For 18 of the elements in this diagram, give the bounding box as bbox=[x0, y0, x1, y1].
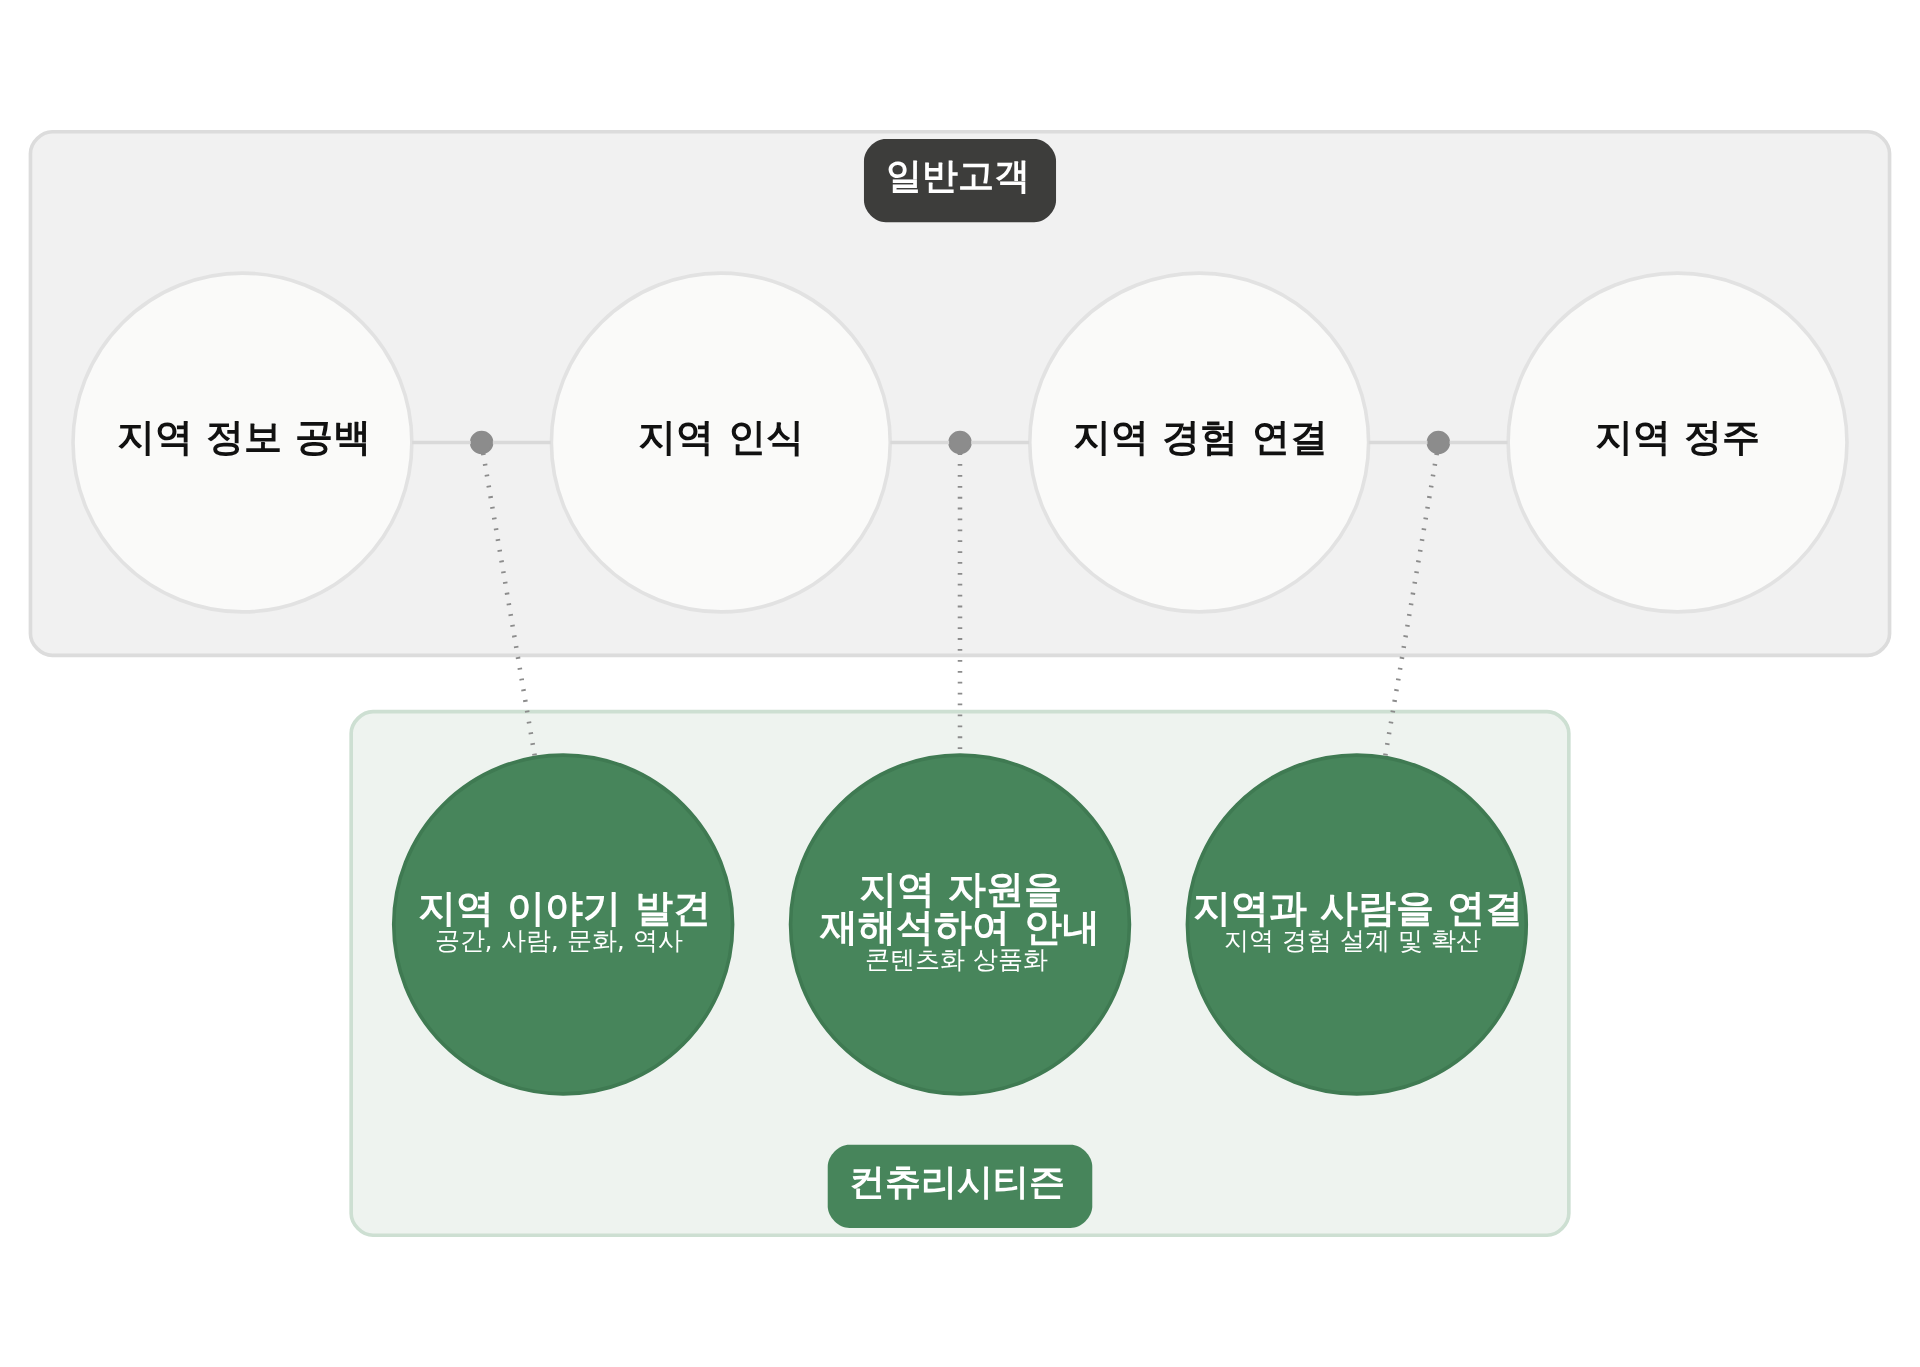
node-circle: 지역 정주 bbox=[1506, 271, 1849, 614]
node-circle: 지역 경험 연결 bbox=[1027, 271, 1371, 614]
connector bbox=[412, 440, 471, 445]
connector bbox=[890, 440, 950, 445]
node-dot bbox=[1426, 430, 1451, 455]
node-dot bbox=[948, 430, 972, 455]
connector bbox=[971, 440, 1030, 445]
connector bbox=[1368, 440, 1428, 445]
node-circle: 지역 이야기 발견 공간, 사람, 문화, 역사 bbox=[391, 753, 735, 1096]
node-dot bbox=[469, 430, 494, 455]
node-circle: 지역 정보 공백 bbox=[71, 271, 414, 614]
connector bbox=[480, 453, 538, 758]
node-circle: 지역과 사람을 연결 지역 경험 설계 및 확산 bbox=[1185, 753, 1529, 1096]
connector bbox=[1382, 453, 1440, 758]
node-circle: 지역 자원을 재해석하여 안내 콘텐츠화 상품화 bbox=[788, 753, 1132, 1096]
node-circle: 지역 인식 bbox=[549, 271, 893, 614]
connector bbox=[1449, 440, 1508, 445]
connector bbox=[492, 440, 551, 445]
